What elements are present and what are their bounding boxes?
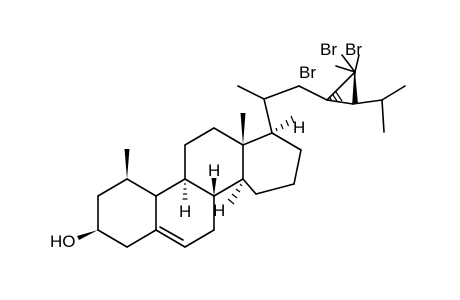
br-label-3: Br — [345, 40, 362, 59]
cyclopropane-hash — [329, 91, 343, 102]
methyl-c19-wedge — [124, 149, 130, 179]
h14-label: H — [213, 201, 225, 220]
c21-methyl — [237, 85, 265, 100]
br-label-2: Br — [320, 40, 337, 59]
ring-c — [184, 127, 244, 197]
hydroxyl-label: HO — [50, 232, 76, 251]
ring-b — [155, 178, 215, 248]
h14-hash — [227, 183, 243, 205]
side-chain — [237, 85, 328, 134]
h9-hash — [182, 183, 188, 200]
ring-d — [242, 132, 302, 195]
hydroxyl-wedge — [77, 230, 98, 240]
bond-br1 — [335, 65, 356, 73]
h17-label: H — [293, 118, 305, 137]
h9-label: H — [179, 202, 191, 221]
ring-a — [97, 178, 157, 248]
isopropyl-group — [352, 85, 406, 133]
br-label-1: Br — [299, 63, 316, 82]
bond-br2 — [341, 54, 356, 73]
ring-wedge — [353, 72, 358, 104]
h8-wedge — [211, 178, 217, 196]
h17-hash — [275, 115, 295, 132]
double-bond-c5-c6 — [159, 226, 184, 241]
cyclopropane-ring — [326, 71, 358, 105]
bond-br3 — [354, 54, 360, 73]
methyl-c18-wedge — [240, 113, 246, 145]
h8-label: H — [208, 161, 220, 180]
